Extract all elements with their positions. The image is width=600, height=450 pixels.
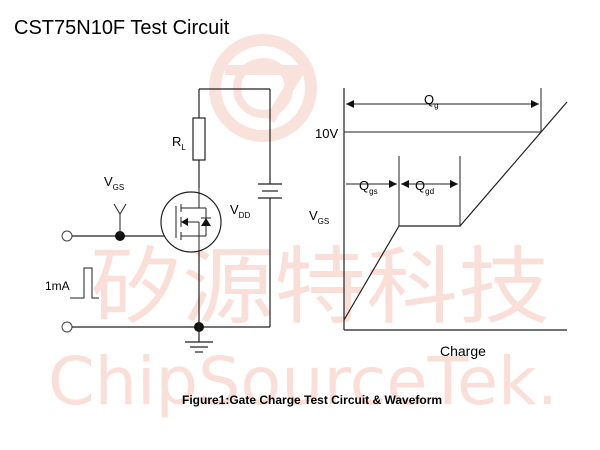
figure-caption: Figure1:Gate Charge Test Circuit & Wavef… xyxy=(182,393,442,407)
qgd-label: Qgd xyxy=(415,178,434,196)
watermark-logo xyxy=(209,34,317,142)
rl-label: RL xyxy=(172,134,186,152)
vdd-battery-icon xyxy=(258,183,282,199)
qgd-dimension xyxy=(401,180,458,188)
pulse-icon xyxy=(70,267,99,299)
load-resistor-icon xyxy=(192,117,206,161)
x-axis-label: Charge xyxy=(440,343,486,359)
input-terminal-top xyxy=(61,230,73,242)
ground-icon xyxy=(185,341,213,353)
test-circuit: VGS 1mA RL VDD xyxy=(45,88,282,353)
page-title: CST75N10F Test Circuit xyxy=(14,17,230,39)
pulse-label: 1mA xyxy=(45,279,70,293)
vgs-probe-icon xyxy=(113,203,127,236)
vgs-label: VGS xyxy=(104,174,124,192)
vdd-label: VDD xyxy=(230,202,250,220)
y-axis-label: VGS xyxy=(309,208,329,226)
input-terminal-bottom xyxy=(61,321,73,333)
qgs-dimension xyxy=(346,180,397,188)
mosfet-icon xyxy=(160,188,222,253)
watermark-en: ChipSourceTek. xyxy=(48,343,558,420)
watermark: 矽源特科技 ChipSourceTek. xyxy=(48,34,558,420)
qg-label: Qg xyxy=(424,92,439,110)
level-10v-label: 10V xyxy=(315,126,338,141)
qg-dimension xyxy=(346,100,539,108)
watermark-cn: 矽源特科技 xyxy=(90,238,550,336)
qgs-label: Qgs xyxy=(359,178,378,196)
gate-charge-waveform: 10V Qg Qgs Qgd VGS xyxy=(309,88,568,359)
vgs-curve xyxy=(343,101,568,321)
